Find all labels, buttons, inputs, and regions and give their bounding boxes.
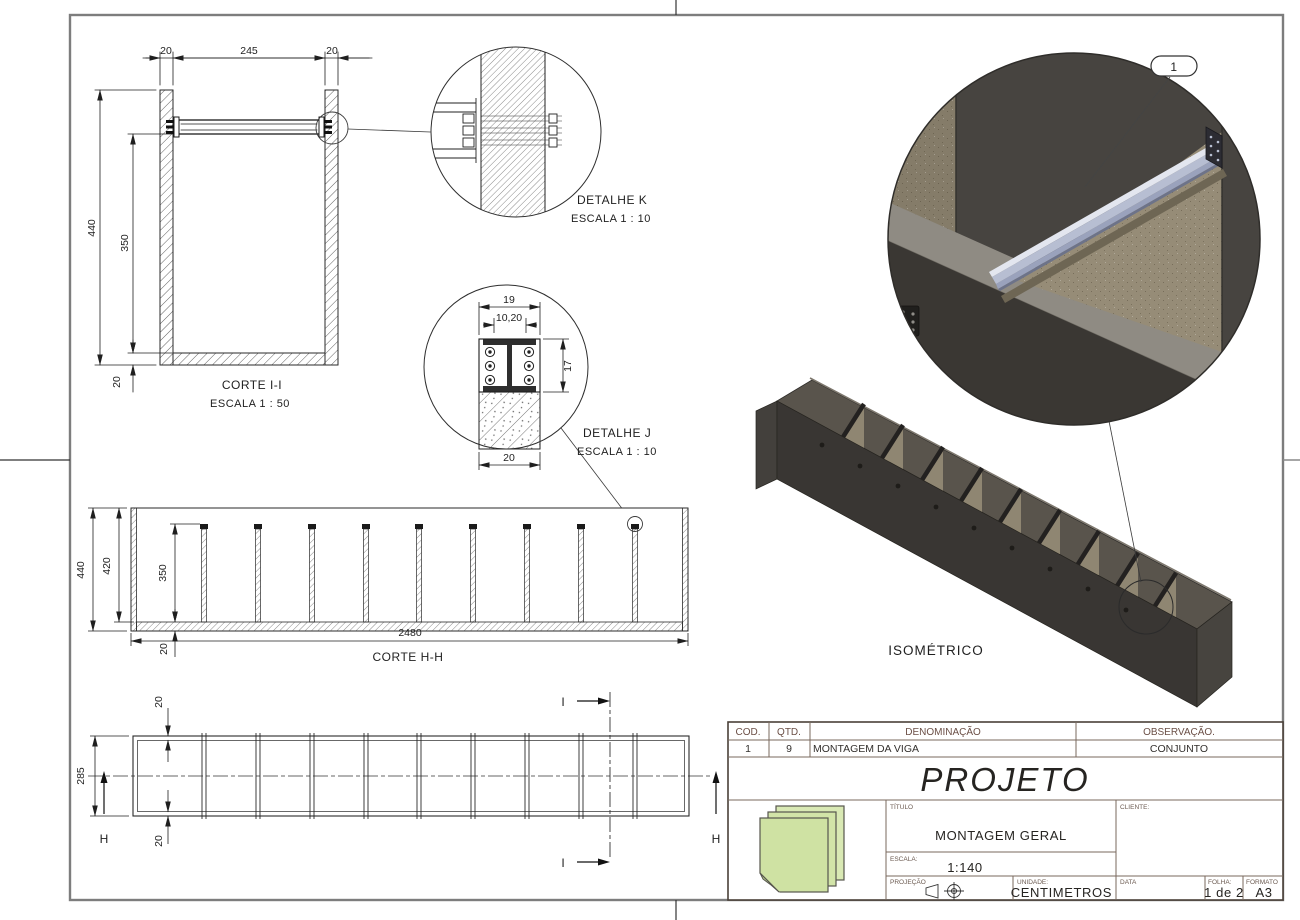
titulo-value: MONTAGEM GERAL — [935, 828, 1067, 843]
detalhe-k-scale: ESCALA 1 : 10 — [571, 213, 651, 225]
folha-label: FOLHA: — [1208, 879, 1232, 886]
section-h-label-left: H — [100, 832, 109, 846]
part-cod: 1 — [745, 743, 751, 755]
beam-end-plate — [1205, 126, 1223, 169]
iso-detail-leader — [1108, 420, 1142, 583]
iso-detail-view: 1 — [887, 52, 1261, 426]
corte-ii-title: CORTE I-I — [222, 378, 282, 392]
dim-20-top: 20 — [153, 696, 165, 708]
corte-hh-title: CORTE H-H — [373, 650, 444, 664]
dim-2480: 2480 — [398, 627, 422, 639]
dim-20-hh: 20 — [158, 643, 170, 655]
title-block: COD. QTD. DENOMINAÇÃO OBSERVAÇÃO. 1 9 MO… — [727, 721, 1284, 901]
right-end-face — [1196, 601, 1233, 708]
corte-ii-scale: ESCALA 1 : 50 — [210, 398, 290, 410]
company-logo — [759, 805, 845, 893]
i-beam-profile — [483, 339, 536, 392]
part-denominacao: MONTAGEM DA VIGA — [813, 743, 919, 755]
titulo-label: TÍTULO — [890, 802, 913, 811]
plan-dimensions — [90, 708, 171, 844]
dim-19: 19 — [503, 294, 515, 306]
detail-k-marker-circle — [315, 111, 349, 145]
concrete-block — [478, 391, 541, 450]
formato-label: FORMATO — [1246, 879, 1278, 886]
escala-label: ESCALA: — [890, 856, 918, 863]
detalhe-j-scale: ESCALA 1 : 10 — [577, 446, 657, 458]
plan-dividers — [201, 733, 638, 819]
detalhe-k-title: DETALHE K — [577, 193, 647, 207]
bolt-heads — [462, 113, 558, 148]
dim-10-20: 10,20 — [496, 312, 522, 324]
section-i-label-bottom: I — [561, 856, 564, 870]
formato-value: A3 — [1255, 885, 1272, 900]
dim-285: 285 — [75, 767, 87, 785]
wall-bolt-plate — [893, 305, 920, 337]
dim-17: 17 — [562, 360, 574, 372]
corte-ii-view: 20 245 20 440 350 20 CORTE I-I ESCALA 1 … — [86, 45, 431, 410]
detalhe-j-title: DETALHE J — [583, 426, 651, 440]
projecao-label: PROJEÇÃO — [890, 877, 926, 886]
dim-440-hh: 440 — [75, 561, 87, 579]
unidade-label: UNIDADE: — [1017, 879, 1048, 886]
corte-hh-view: 440 420 350 20 2480 CORTE H-H — [75, 507, 689, 664]
col-denominacao: DENOMINAÇÃO — [905, 725, 981, 738]
col-qtd: QTD. — [777, 727, 801, 738]
col-observacao: OBSERVAÇÃO. — [1143, 725, 1215, 738]
escala-value: 1:140 — [947, 860, 983, 875]
dim-20-base: 20 — [503, 452, 515, 464]
detalhe-j-view: 19 10,20 17 20 DETALHE J ESCALA 1 : 10 — [423, 284, 657, 520]
ledge — [888, 201, 1260, 412]
project-title: PROJETO — [920, 761, 1089, 798]
iso-detail-marker-circle — [1118, 579, 1174, 635]
section-i-markers: I I — [561, 692, 611, 870]
dim-350-hh: 350 — [157, 564, 169, 582]
dim-span: 245 — [240, 45, 258, 57]
section-h-markers: H H — [100, 771, 721, 846]
dim-height-440: 440 — [86, 219, 98, 237]
data-label: DATA — [1120, 879, 1137, 886]
detalhe-k-view: DETALHE K ESCALA 1 : 10 — [430, 46, 651, 225]
isometric-label: ISOMÉTRICO — [888, 643, 984, 658]
balloon-1-label: 1 — [1170, 60, 1177, 74]
dividers — [200, 524, 639, 623]
dim-20-bottom: 20 — [153, 835, 165, 847]
steel-beam-3d — [989, 145, 1222, 291]
cliente-label: CLIENTE: — [1120, 804, 1149, 811]
col-cod: COD. — [736, 727, 761, 738]
corte-ii-dimensions — [94, 51, 373, 393]
dim-slab-20: 20 — [111, 376, 123, 388]
first-angle-projection-icon — [925, 882, 964, 900]
steel-beam-section — [166, 116, 332, 138]
folha-value: 1 de 2 — [1204, 885, 1244, 900]
part-qtd: 9 — [786, 743, 792, 755]
dim-420-hh: 420 — [101, 557, 113, 575]
detail-j-leader — [560, 427, 631, 520]
part-observacao: CONJUNTO — [1150, 743, 1208, 755]
beam-anchor-bolts — [166, 120, 332, 134]
plate-bolts — [484, 346, 535, 386]
section-i-label-top: I — [561, 695, 564, 709]
plan-view: 285 20 20 H H I I — [75, 692, 720, 870]
detail-k-leader — [347, 128, 431, 133]
section-h-label-right: H — [712, 832, 721, 846]
parts-row: 1 9 MONTAGEM DA VIGA CONJUNTO — [745, 743, 1208, 755]
dim-wall-right: 20 — [326, 45, 338, 57]
dim-wall-left: 20 — [160, 45, 172, 57]
detalhe-j-dimensions — [478, 302, 569, 470]
unidade-value: CENTIMETROS — [1011, 885, 1112, 900]
isometric-view: ISOMÉTRICO — [755, 377, 1233, 708]
balloon-1: 1 — [1084, 55, 1198, 188]
dim-depth-350: 350 — [119, 234, 131, 252]
front-face-holes — [819, 442, 1129, 613]
bolt-shafts — [481, 115, 562, 146]
detail-j-marker-circle — [627, 516, 643, 532]
corte-hh-dimensions — [88, 507, 689, 657]
left-end-face — [755, 400, 778, 490]
